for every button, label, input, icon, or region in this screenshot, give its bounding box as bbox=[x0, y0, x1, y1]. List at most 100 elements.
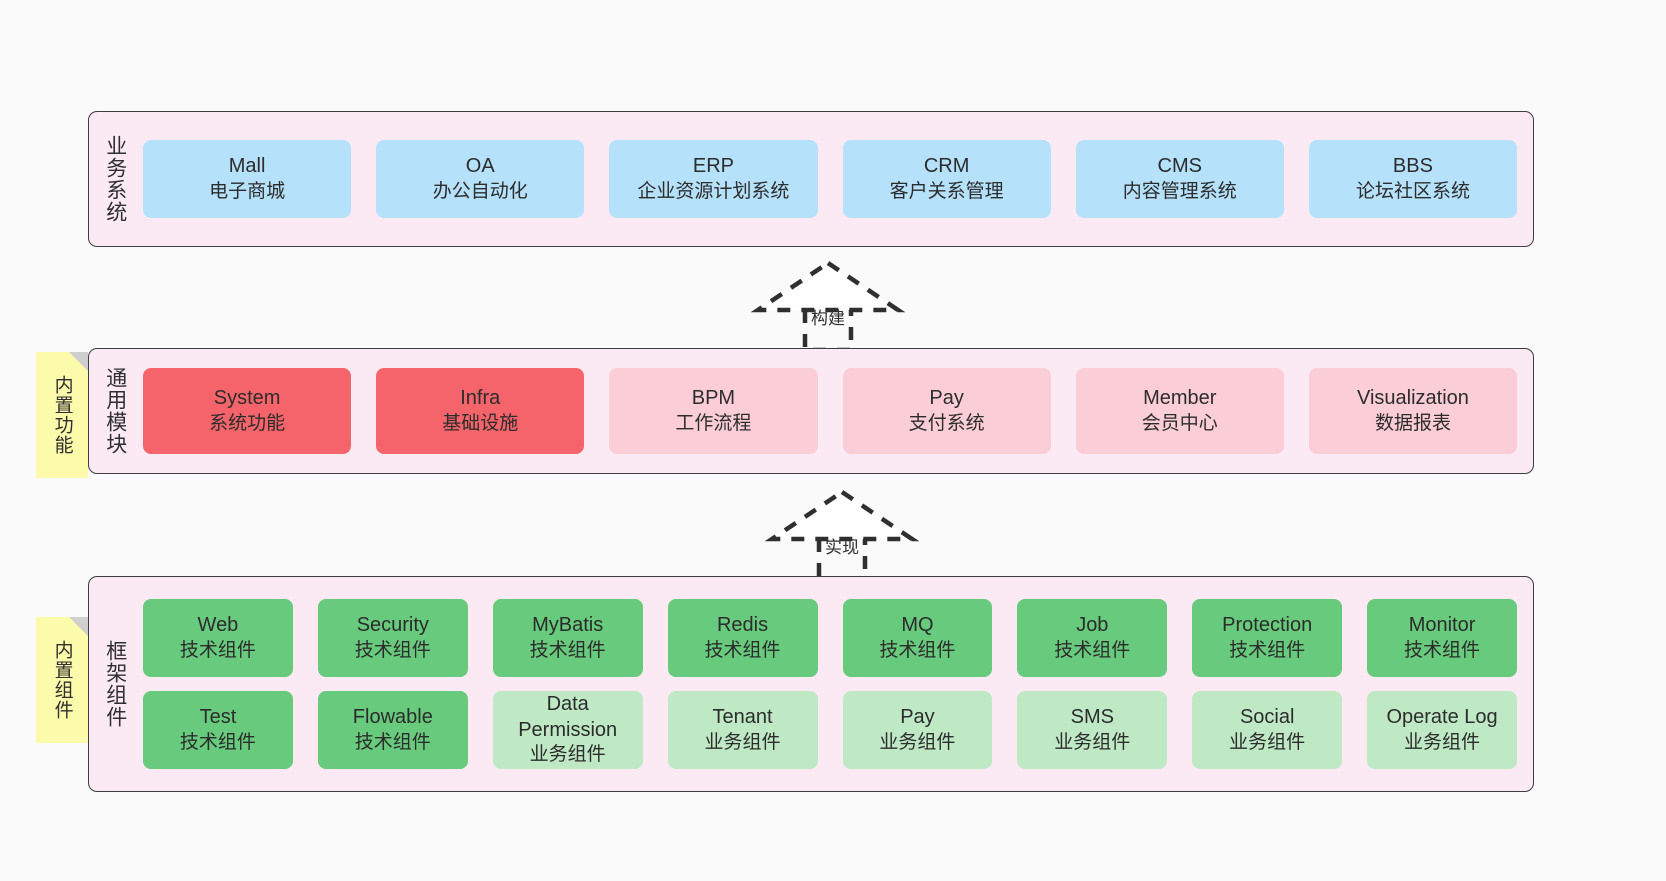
card-data-permission[interactable]: Data Permission 业务组件 bbox=[492, 691, 643, 769]
card-title: Web bbox=[197, 614, 239, 637]
card-title: Security bbox=[356, 614, 429, 637]
card-mq[interactable]: MQ 技术组件 bbox=[842, 599, 993, 677]
card-subtitle: 论坛社区系统 bbox=[1355, 180, 1470, 202]
card-subtitle: 技术组件 bbox=[879, 639, 956, 661]
card-redis[interactable]: Redis 技术组件 bbox=[667, 599, 818, 677]
note-builtin-features: 内置功能 bbox=[36, 352, 88, 478]
card-title: Infra bbox=[460, 387, 501, 410]
card-title: Test bbox=[199, 706, 237, 729]
card-erp[interactable]: ERP 企业资源计划系统 bbox=[609, 140, 818, 218]
card-title: Flowable bbox=[352, 706, 433, 729]
card-title: BBS bbox=[1392, 155, 1433, 178]
card-subtitle: 技术组件 bbox=[354, 639, 431, 661]
card-subtitle: 业务组件 bbox=[704, 731, 781, 753]
card-subtitle: 客户关系管理 bbox=[889, 180, 1004, 202]
card-title: MyBatis bbox=[532, 614, 604, 637]
layer-body-module: System 系统功能 Infra 基础设施 BPM 工作流程 Pay 支付系统… bbox=[141, 349, 1533, 473]
layer-body-framework: Web 技术组件 Security 技术组件 MyBatis 技术组件 Redi… bbox=[141, 577, 1533, 791]
card-title: CMS bbox=[1157, 155, 1202, 178]
card-flowable[interactable]: Flowable 技术组件 bbox=[317, 691, 468, 769]
card-social[interactable]: Social 业务组件 bbox=[1192, 691, 1343, 769]
card-operate-log[interactable]: Operate Log 业务组件 bbox=[1367, 691, 1517, 769]
card-subtitle: 办公自动化 bbox=[432, 180, 528, 202]
card-row: Web 技术组件 Security 技术组件 MyBatis 技术组件 Redi… bbox=[143, 599, 1517, 677]
card-title: Redis bbox=[716, 614, 769, 637]
card-title: CRM bbox=[923, 155, 970, 178]
note-builtin-components: 内置组件 bbox=[36, 617, 88, 743]
note-fold-corner-icon bbox=[69, 617, 88, 636]
layer-title-module: 通用模块 bbox=[103, 367, 127, 455]
layer-title-framework: 框架组件 bbox=[103, 640, 127, 728]
card-crm[interactable]: CRM 客户关系管理 bbox=[842, 140, 1051, 218]
layer-body-business: Mall 电子商城 OA 办公自动化 ERP 企业资源计划系统 CRM 客户关系… bbox=[141, 112, 1533, 246]
card-subtitle: 电子商城 bbox=[209, 180, 286, 202]
note-label: 内置功能 bbox=[51, 375, 73, 455]
card-test[interactable]: Test 技术组件 bbox=[143, 691, 293, 769]
note-fold-corner-icon bbox=[69, 352, 88, 371]
card-job[interactable]: Job 技术组件 bbox=[1017, 599, 1168, 677]
layer-business: 业务系统 Mall 电子商城 OA 办公自动化 ERP 企业资源计划系统 CRM… bbox=[88, 111, 1534, 247]
card-title: Monitor bbox=[1408, 614, 1476, 637]
card-tenant[interactable]: Tenant 业务组件 bbox=[667, 691, 818, 769]
card-infra[interactable]: Infra 基础设施 bbox=[376, 368, 585, 454]
card-row: System 系统功能 Infra 基础设施 BPM 工作流程 Pay 支付系统… bbox=[143, 368, 1518, 454]
card-title: Pay bbox=[900, 706, 935, 729]
card-title: MQ bbox=[901, 614, 934, 637]
card-cms[interactable]: CMS 内容管理系统 bbox=[1075, 140, 1284, 218]
card-subtitle: 工作流程 bbox=[675, 412, 752, 434]
card-title: Job bbox=[1076, 614, 1109, 637]
connector-build: 构建 bbox=[750, 258, 906, 353]
card-subtitle: 技术组件 bbox=[1229, 639, 1306, 661]
card-subtitle: 技术组件 bbox=[354, 731, 431, 753]
card-bbs[interactable]: BBS 论坛社区系统 bbox=[1308, 140, 1518, 218]
card-title: SMS bbox=[1070, 706, 1114, 729]
card-subtitle: 企业资源计划系统 bbox=[637, 180, 790, 202]
card-title: Social bbox=[1239, 706, 1295, 729]
card-title: Mall bbox=[228, 155, 266, 178]
card-row: Test 技术组件 Flowable 技术组件 Data Permission … bbox=[143, 691, 1517, 769]
card-mall[interactable]: Mall 电子商城 bbox=[143, 140, 352, 218]
card-subtitle: 系统功能 bbox=[209, 412, 286, 434]
card-title: ERP bbox=[692, 155, 734, 178]
card-sms[interactable]: SMS 业务组件 bbox=[1017, 691, 1168, 769]
card-bpm[interactable]: BPM 工作流程 bbox=[609, 368, 818, 454]
card-row: Mall 电子商城 OA 办公自动化 ERP 企业资源计划系统 CRM 客户关系… bbox=[143, 140, 1518, 218]
card-mybatis[interactable]: MyBatis 技术组件 bbox=[492, 599, 643, 677]
card-title: Visualization bbox=[1356, 387, 1469, 410]
card-subtitle: 业务组件 bbox=[529, 744, 606, 766]
card-subtitle: 支付系统 bbox=[908, 412, 985, 434]
generalization-arrow-icon bbox=[750, 260, 906, 353]
card-system[interactable]: System 系统功能 bbox=[143, 368, 352, 454]
card-oa[interactable]: OA 办公自动化 bbox=[376, 140, 585, 218]
card-subtitle: 业务组件 bbox=[1404, 731, 1481, 753]
card-monitor[interactable]: Monitor 技术组件 bbox=[1367, 599, 1517, 677]
layer-title-business: 业务系统 bbox=[103, 135, 127, 223]
card-subtitle: 技术组件 bbox=[179, 731, 256, 753]
card-web[interactable]: Web 技术组件 bbox=[143, 599, 293, 677]
card-subtitle: 业务组件 bbox=[1054, 731, 1131, 753]
card-title: Member bbox=[1143, 387, 1217, 410]
connector-label: 构建 bbox=[811, 309, 845, 328]
card-title: Data Permission bbox=[518, 693, 618, 741]
connector-implement: 实现 bbox=[764, 487, 920, 582]
connector-label: 实现 bbox=[825, 538, 859, 557]
card-subtitle: 技术组件 bbox=[179, 639, 256, 661]
card-security[interactable]: Security 技术组件 bbox=[317, 599, 468, 677]
card-subtitle: 数据报表 bbox=[1374, 412, 1451, 434]
card-protection[interactable]: Protection 技术组件 bbox=[1192, 599, 1343, 677]
card-pay[interactable]: Pay 支付系统 bbox=[842, 368, 1051, 454]
card-subtitle: 技术组件 bbox=[1404, 639, 1481, 661]
card-title: Protection bbox=[1222, 614, 1313, 637]
card-visualization[interactable]: Visualization 数据报表 bbox=[1308, 368, 1518, 454]
card-subtitle: 基础设施 bbox=[442, 412, 519, 434]
card-title: Pay bbox=[929, 387, 964, 410]
card-subtitle: 技术组件 bbox=[1054, 639, 1131, 661]
card-subtitle: 业务组件 bbox=[879, 731, 956, 753]
layer-module: 通用模块 System 系统功能 Infra 基础设施 BPM 工作流程 Pay… bbox=[88, 348, 1534, 474]
card-subtitle: 内容管理系统 bbox=[1122, 180, 1237, 202]
card-member[interactable]: Member 会员中心 bbox=[1075, 368, 1284, 454]
note-label: 内置组件 bbox=[51, 640, 73, 720]
card-pay-component[interactable]: Pay 业务组件 bbox=[842, 691, 993, 769]
card-subtitle: 技术组件 bbox=[704, 639, 781, 661]
